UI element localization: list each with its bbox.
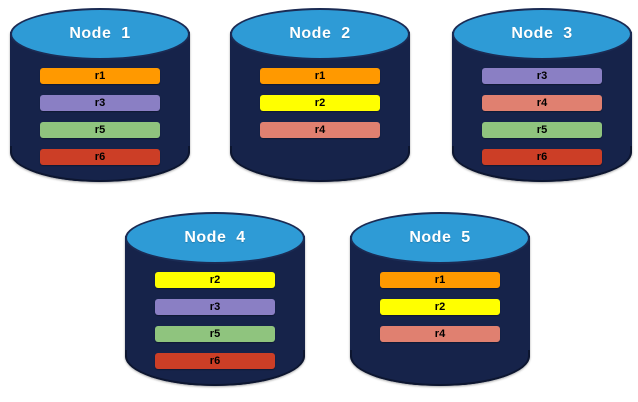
replica-bar-r4[interactable]: r4 bbox=[482, 95, 602, 111]
replica-label: r5 bbox=[209, 327, 221, 340]
database-node-4[interactable]: r2 r3 r5 r6 Node 4 bbox=[125, 212, 305, 392]
replica-list: r1 r3 r5 r6 bbox=[40, 68, 160, 165]
replica-bar-r1[interactable]: r1 bbox=[380, 272, 500, 288]
replica-bar-r6[interactable]: r6 bbox=[40, 149, 160, 165]
database-node-5[interactable]: r1 r2 r4 Node 5 bbox=[350, 212, 530, 392]
replica-label: r1 bbox=[94, 69, 106, 82]
cylinder-top-cap: Node 5 bbox=[350, 212, 530, 264]
replica-bar-r3[interactable]: r3 bbox=[155, 299, 275, 315]
replica-label: r4 bbox=[314, 123, 326, 136]
cylinder-top-cap: Node 2 bbox=[230, 8, 410, 60]
replica-bar-r5[interactable]: r5 bbox=[482, 122, 602, 138]
replica-bar-r2[interactable]: r2 bbox=[260, 95, 380, 111]
replica-bar-r5[interactable]: r5 bbox=[40, 122, 160, 138]
node-label: Node 3 bbox=[511, 25, 573, 42]
replica-label: r3 bbox=[209, 300, 221, 313]
replica-label: r1 bbox=[434, 273, 446, 286]
replica-bar-r6[interactable]: r6 bbox=[482, 149, 602, 165]
replica-label: r3 bbox=[94, 96, 106, 109]
replica-bar-r1[interactable]: r1 bbox=[40, 68, 160, 84]
replica-label: r5 bbox=[94, 123, 106, 136]
replica-bar-r3[interactable]: r3 bbox=[482, 68, 602, 84]
database-node-2[interactable]: r1 r2 r4 Node 2 bbox=[230, 8, 410, 188]
replica-label: r6 bbox=[94, 150, 106, 163]
replica-list: r1 r2 r4 bbox=[260, 68, 380, 138]
replica-label: r4 bbox=[434, 327, 446, 340]
replica-bar-r1[interactable]: r1 bbox=[260, 68, 380, 84]
replica-label: r2 bbox=[434, 300, 446, 313]
node-label: Node 4 bbox=[184, 229, 246, 246]
replica-label: r6 bbox=[209, 354, 221, 367]
replica-bar-r4[interactable]: r4 bbox=[380, 326, 500, 342]
replica-bar-r5[interactable]: r5 bbox=[155, 326, 275, 342]
replica-label: r2 bbox=[314, 96, 326, 109]
replica-label: r1 bbox=[314, 69, 326, 82]
database-node-1[interactable]: r1 r3 r5 r6 Node 1 bbox=[10, 8, 190, 188]
replica-bar-r2[interactable]: r2 bbox=[155, 272, 275, 288]
replica-bar-r2[interactable]: r2 bbox=[380, 299, 500, 315]
replica-label: r2 bbox=[209, 273, 221, 286]
node-label: Node 1 bbox=[69, 25, 131, 42]
cylinder-top-cap: Node 4 bbox=[125, 212, 305, 264]
replica-bar-r4[interactable]: r4 bbox=[260, 122, 380, 138]
replica-label: r6 bbox=[536, 150, 548, 163]
replica-list: r2 r3 r5 r6 bbox=[155, 272, 275, 369]
cylinder-top-cap: Node 3 bbox=[452, 8, 632, 60]
replica-list: r3 r4 r5 r6 bbox=[482, 68, 602, 165]
database-node-3[interactable]: r3 r4 r5 r6 Node 3 bbox=[452, 8, 632, 188]
node-label: Node 5 bbox=[409, 229, 471, 246]
replica-list: r1 r2 r4 bbox=[380, 272, 500, 342]
replica-label: r5 bbox=[536, 123, 548, 136]
cylinder-top-cap: Node 1 bbox=[10, 8, 190, 60]
node-label: Node 2 bbox=[289, 25, 351, 42]
replica-bar-r3[interactable]: r3 bbox=[40, 95, 160, 111]
replica-label: r4 bbox=[536, 96, 548, 109]
replica-bar-r6[interactable]: r6 bbox=[155, 353, 275, 369]
replica-label: r3 bbox=[536, 69, 548, 82]
